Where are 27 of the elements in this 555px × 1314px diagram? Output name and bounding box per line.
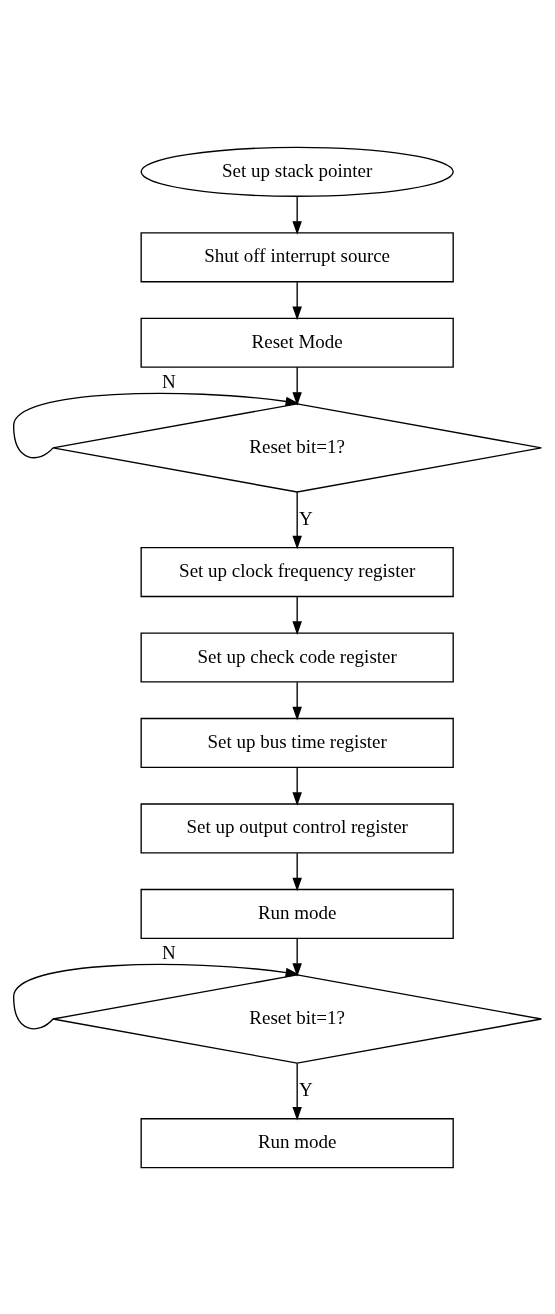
node-diamond: Reset bit=1?	[52, 402, 543, 493]
node-box: Set up output control register	[140, 802, 454, 854]
arrow	[12, 963, 300, 1029]
node-box: Reset Mode	[140, 317, 454, 368]
node-box: Shut off interrupt source	[140, 231, 454, 282]
node-box: Set up check code register	[140, 631, 454, 683]
arrow	[292, 195, 302, 235]
node-box: Set up bus time register	[140, 717, 454, 768]
node-ellipse: Set up stack pointer	[140, 146, 454, 197]
arrow	[292, 595, 302, 635]
arrow	[292, 681, 302, 720]
arrow	[292, 1062, 302, 1120]
arrow	[292, 766, 302, 806]
node-diamond: Reset bit=1?	[52, 973, 543, 1064]
arrow	[12, 392, 300, 458]
edge-label: Y	[299, 507, 313, 529]
node-box: Set up clock frequency register	[140, 546, 454, 597]
edge-label: Y	[299, 1078, 313, 1100]
arrow	[292, 852, 302, 891]
edge-label: N	[161, 941, 176, 963]
arrow	[292, 366, 302, 406]
arrow	[292, 281, 302, 320]
edge-label: N	[161, 370, 176, 392]
arrow	[292, 937, 302, 977]
node-box: Run mode	[140, 1117, 454, 1168]
node-box: Run mode	[140, 888, 454, 939]
arrow	[292, 490, 302, 549]
